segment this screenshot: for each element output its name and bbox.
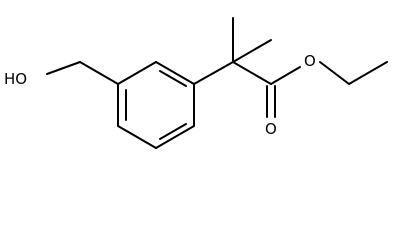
gem-dimethyl-group <box>193 17 272 85</box>
ring-bond <box>117 125 157 149</box>
ring-to-quaternary-carbon-bond <box>193 61 234 85</box>
hydroxyl-label: HO <box>4 70 27 88</box>
carbonyl-to-ester-oxygen-bond <box>270 66 301 85</box>
ester-oxygen-to-ethyl-bond <box>319 61 350 85</box>
ester-group: O O <box>265 52 388 138</box>
ester-oxygen-label: O <box>304 52 316 70</box>
ring-bond <box>117 61 157 85</box>
methyl-bond-right <box>232 39 272 63</box>
structure-diagram: HO O O <box>4 17 388 149</box>
ring-inner-double-bond <box>159 123 187 140</box>
molecule-drawing: HO O O <box>4 17 388 149</box>
benzene-ring <box>117 61 195 149</box>
ring-inner-double-bond <box>159 70 187 87</box>
quaternary-to-carbonyl-bond <box>232 61 272 85</box>
ring-bond <box>155 61 195 85</box>
hydroxymethyl-group: HO <box>4 61 119 88</box>
ring-bond <box>155 125 195 149</box>
ring-to-ch2-bond <box>79 61 119 85</box>
ethyl-bond <box>348 61 388 85</box>
carbonyl-oxygen-label: O <box>265 120 277 138</box>
ch2-to-oh-bond <box>46 61 81 75</box>
